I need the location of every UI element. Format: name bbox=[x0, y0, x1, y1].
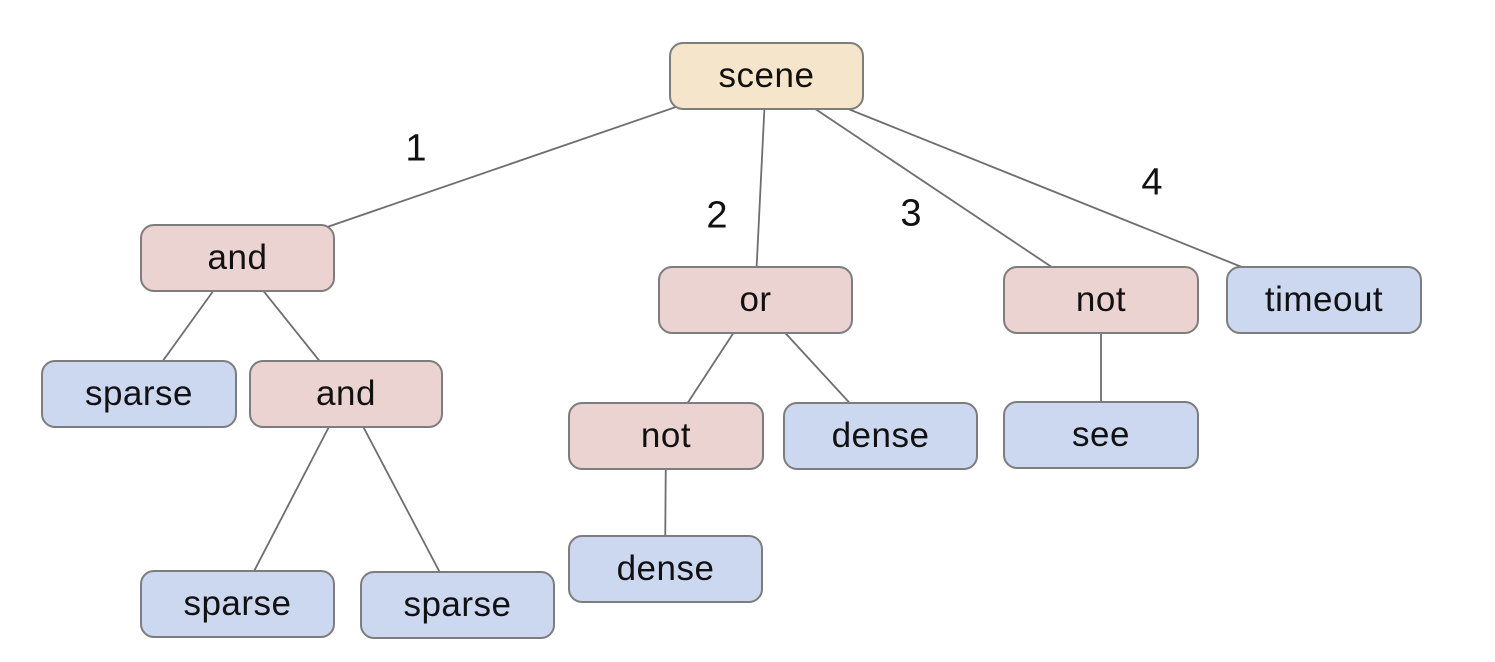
node-sparse-bottom-right: sparse bbox=[360, 571, 555, 639]
node-not-branch3: not bbox=[1003, 266, 1199, 334]
edge-scene-timeout bbox=[765, 75, 1325, 301]
node-see: see bbox=[1003, 401, 1199, 469]
edge-label-3: 3 bbox=[900, 192, 922, 235]
node-timeout: timeout bbox=[1226, 266, 1422, 334]
edge-scene-or bbox=[754, 75, 767, 301]
edge-and2-sparse2 bbox=[345, 393, 458, 606]
node-dense-bottom: dense bbox=[568, 535, 763, 603]
node-sparse-bottom-left: sparse bbox=[140, 570, 335, 638]
node-and-inner: and bbox=[249, 360, 443, 428]
node-and-branch1: and bbox=[140, 224, 335, 292]
node-sparse-left: sparse bbox=[41, 360, 237, 428]
node-dense-right: dense bbox=[783, 402, 978, 470]
edge-label-4: 4 bbox=[1141, 161, 1163, 204]
edge-and2-sparse1 bbox=[236, 393, 347, 605]
node-not-branch2: not bbox=[568, 402, 764, 470]
node-scene: scene bbox=[669, 42, 864, 110]
edge-label-1: 1 bbox=[405, 127, 427, 170]
edge-label-2: 2 bbox=[706, 194, 728, 237]
edge-scene-not bbox=[765, 75, 1102, 301]
node-or-branch2: or bbox=[658, 266, 853, 334]
